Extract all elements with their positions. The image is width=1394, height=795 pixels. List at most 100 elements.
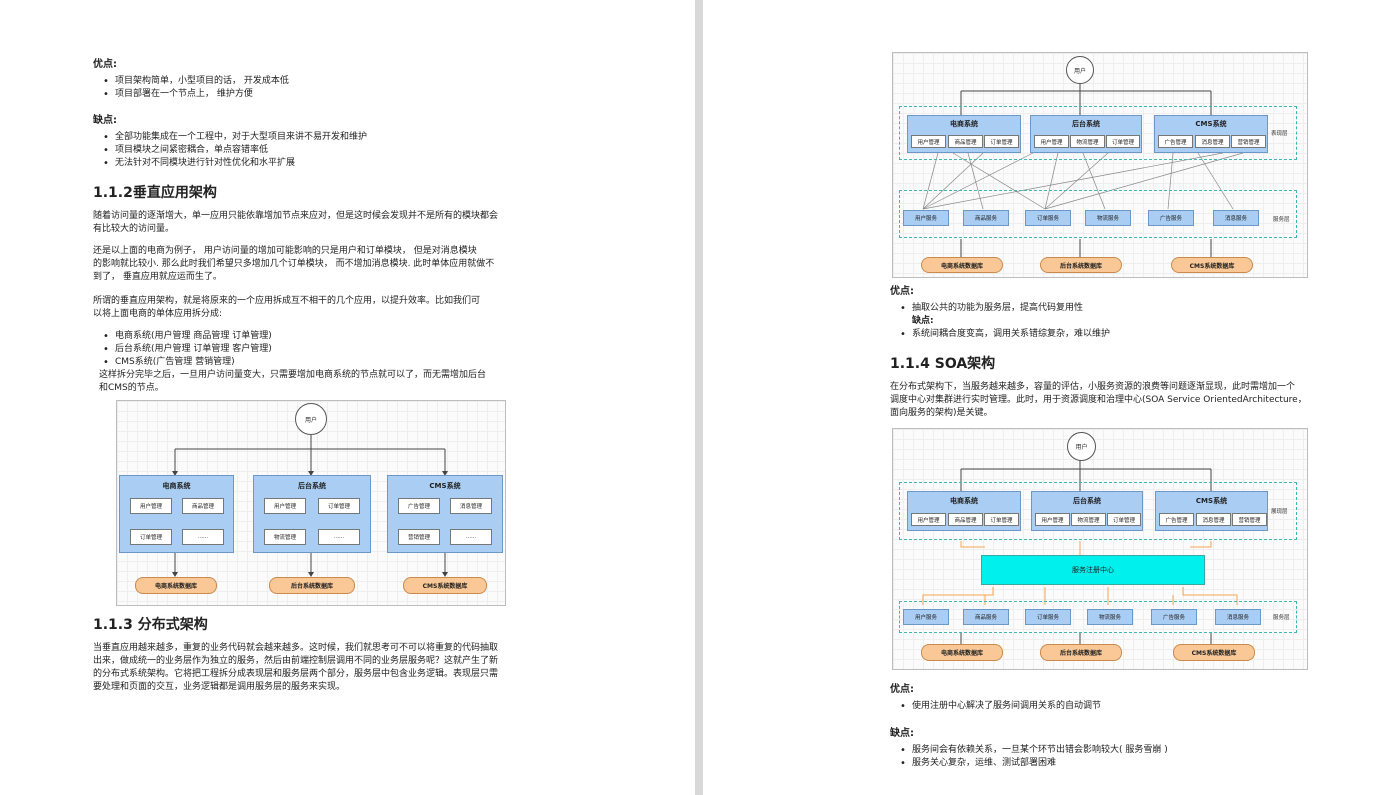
module-box: 物流管理 [1070,135,1105,148]
disadvantages-list: 服务间会有依赖关系，一旦某个环节出错会影响较大( 服务雪崩 ) 服务关心复杂，运… [896,744,1376,770]
database-node: 电商系统数据库 [921,257,1003,273]
database-node: 后台系统数据库 [1040,644,1122,661]
left-page: 优点: 项目架构简单，小型项目的话， 开发成本低 项目部署在一个节点上， 维护方… [0,0,695,795]
layer-label: 服务层 [1273,615,1290,621]
module-box: 广告管理 [1158,135,1193,148]
database-node: 电商系统数据库 [135,577,217,594]
page-divider [695,0,703,795]
database-node: 后台系统数据库 [269,577,355,594]
distributed-architecture-diagram: 用户 表现层 电商系统 用户管理 商品管理 订单管理 后台系统 用户管理 物流管… [892,52,1308,278]
module-box: ...... [182,529,224,545]
module-box: 用户管理 [264,498,306,514]
database-node: 后台系统数据库 [1040,257,1122,273]
advantages-list: 使用注册中心解决了服务间调用关系的自动调节 [896,700,1376,713]
user-node: 用户 [295,403,327,435]
soa-architecture-diagram: 用户 展现层 电商系统 用户管理 商品管理 订单管理 后台系统 用户管理 物流管… [892,428,1308,670]
system-box-cms: CMS系统 广告管理 消息管理 营销管理 ...... [387,475,503,553]
section-heading-1-1-2: 1.1.2垂直应用架构 [93,185,217,201]
service-box: 订单服务 [1025,210,1071,226]
module-box: 订单管理 [984,135,1019,148]
advantages-label: 优点: [93,59,117,70]
service-box: 消息服务 [1213,210,1259,226]
service-box: 商品服务 [963,210,1009,226]
module-box: 订单管理 [318,498,360,514]
module-box: 用户管理 [911,513,946,526]
section-heading-1-1-4: 1.1.4 SOA架构 [890,356,996,372]
list-item: 服务关心复杂，运维、测试部署困难 [896,757,1376,770]
list-item: 使用注册中心解决了服务间调用关系的自动调节 [896,700,1376,713]
presentation-layer-boundary [899,106,1297,160]
module-box: 订单管理 [1106,135,1140,148]
right-page: 用户 表现层 电商系统 用户管理 商品管理 订单管理 后台系统 用户管理 物流管… [703,0,1394,795]
section-heading-1-1-3: 1.1.3 分布式架构 [93,617,208,633]
database-node: CMS系统数据库 [1173,644,1255,661]
module-box: 营销管理 [1231,135,1266,148]
presentation-layer-boundary [899,482,1297,540]
service-layer-boundary [899,601,1297,633]
list-item: 系统间耦合度变高，调用关系错综复杂，难以维护 [896,328,1376,341]
advantages-list: 项目架构简单，小型项目的话， 开发成本低 项目部署在一个节点上， 维护方便 [99,75,659,101]
layer-label: 服务层 [1273,217,1290,223]
module-box: 用户管理 [1034,135,1069,148]
module-box: 物流管理 [264,529,306,545]
module-box: 用户管理 [911,135,946,148]
diagram-connectors [922,83,1244,257]
service-box: 用户服务 [903,609,949,625]
service-layer-boundary [899,190,1297,238]
module-box: 订单管理 [984,513,1019,526]
service-box: 用户服务 [903,210,949,226]
module-box: 营销管理 [398,529,440,545]
list-item: 无法针对不同模块进行针对性优化和水平扩展 [99,157,659,170]
module-box: 广告管理 [1159,513,1194,526]
advantages-list: 抽取公共的功能为服务层，提高代码复用性 缺点: 系统间耦合度变高，调用关系错综复… [896,302,1376,341]
diagram-connectors [922,459,1238,644]
module-box: 用户管理 [1035,513,1070,526]
database-node: CMS系统数据库 [1171,257,1253,273]
module-box: ...... [318,529,360,545]
module-box: 用户管理 [130,498,172,514]
disadvantages-label: 缺点: [912,316,934,326]
paragraph: 在分布式架构下，当服务越来越多，容量的评估，小服务资源的浪费等问题逐渐显现，此时… [890,382,1307,418]
list-item-continuation: 这样拆分完毕之后，一旦用户访问量变大，只需要增加电商系统的节点就可以了，而无需增… [99,370,487,393]
list-item: 服务间会有依赖关系，一旦某个环节出错会影响较大( 服务雪崩 ) [896,744,1376,757]
module-box: 消息管理 [1196,513,1231,526]
disadvantages-label: 缺点: [93,115,117,126]
module-box: 营销管理 [1232,513,1267,526]
layer-label: 表现层 [1271,131,1288,137]
system-box-ecommerce: 电商系统 用户管理 商品管理 订单管理 [907,115,1021,153]
advantages-label: 优点: [890,684,914,695]
paragraph: 所谓的垂直应用架构，就是将原来的一个应用拆成互不相干的几个应用，以提升效率。比如… [93,296,481,319]
service-registry-box: 服务注册中心 [981,555,1205,585]
split-list: 电商系统(用户管理 商品管理 订单管理) 后台系统(用户管理 订单管理 客户管理… [99,330,529,395]
list-item: CMS系统(广告管理 营销管理) [99,356,529,369]
system-box-ecommerce: 电商系统 用户管理 商品管理 订单管理 [907,491,1021,531]
service-box: 物流服务 [1087,609,1133,625]
disadvantages-label: 缺点: [890,728,914,739]
list-item: 项目架构简单，小型项目的话， 开发成本低 [99,75,659,88]
advantages-label: 优点: [890,286,914,297]
service-box: 广告服务 [1151,609,1197,625]
paragraph: 随着访问量的逐渐增大，单一应用只能依靠增加节点来应对，但是这时候会发现并不是所有… [93,211,499,234]
service-box: 物流服务 [1085,210,1131,226]
module-box: 消息管理 [450,498,492,514]
module-box: 订单管理 [130,529,172,545]
vertical-architecture-diagram: 用户 电商系统 用户管理 商品管理 订单管理 ...... 后台系统 用户管理 … [116,400,506,606]
module-box: 消息管理 [1195,135,1230,148]
system-box-backend: 后台系统 用户管理 物流管理 订单管理 [1030,115,1142,153]
database-node: CMS系统数据库 [403,577,487,594]
module-box: ...... [450,529,492,545]
layer-label: 展现层 [1271,509,1288,515]
module-box: 商品管理 [948,513,983,526]
list-item: 项目部署在一个节点上， 维护方便 [99,88,659,101]
list-item: 后台系统(用户管理 订单管理 客户管理) [99,343,529,356]
disadvantages-list: 全部功能集成在一个工程中，对于大型项目来讲不易开发和维护 项目模块之间紧密耦合，… [99,131,659,170]
module-box: 商品管理 [948,135,983,148]
diagram-connectors [172,435,448,577]
system-box-cms: CMS系统 广告管理 消息管理 营销管理 [1154,115,1268,153]
service-box: 订单服务 [1025,609,1071,625]
system-box-ecommerce: 电商系统 用户管理 商品管理 订单管理 ...... [119,475,234,553]
service-box: 消息服务 [1215,609,1261,625]
system-box-cms: CMS系统 广告管理 消息管理 营销管理 [1155,491,1268,531]
module-box: 广告管理 [398,498,440,514]
system-box-backend: 后台系统 用户管理 订单管理 物流管理 ...... [253,475,371,553]
